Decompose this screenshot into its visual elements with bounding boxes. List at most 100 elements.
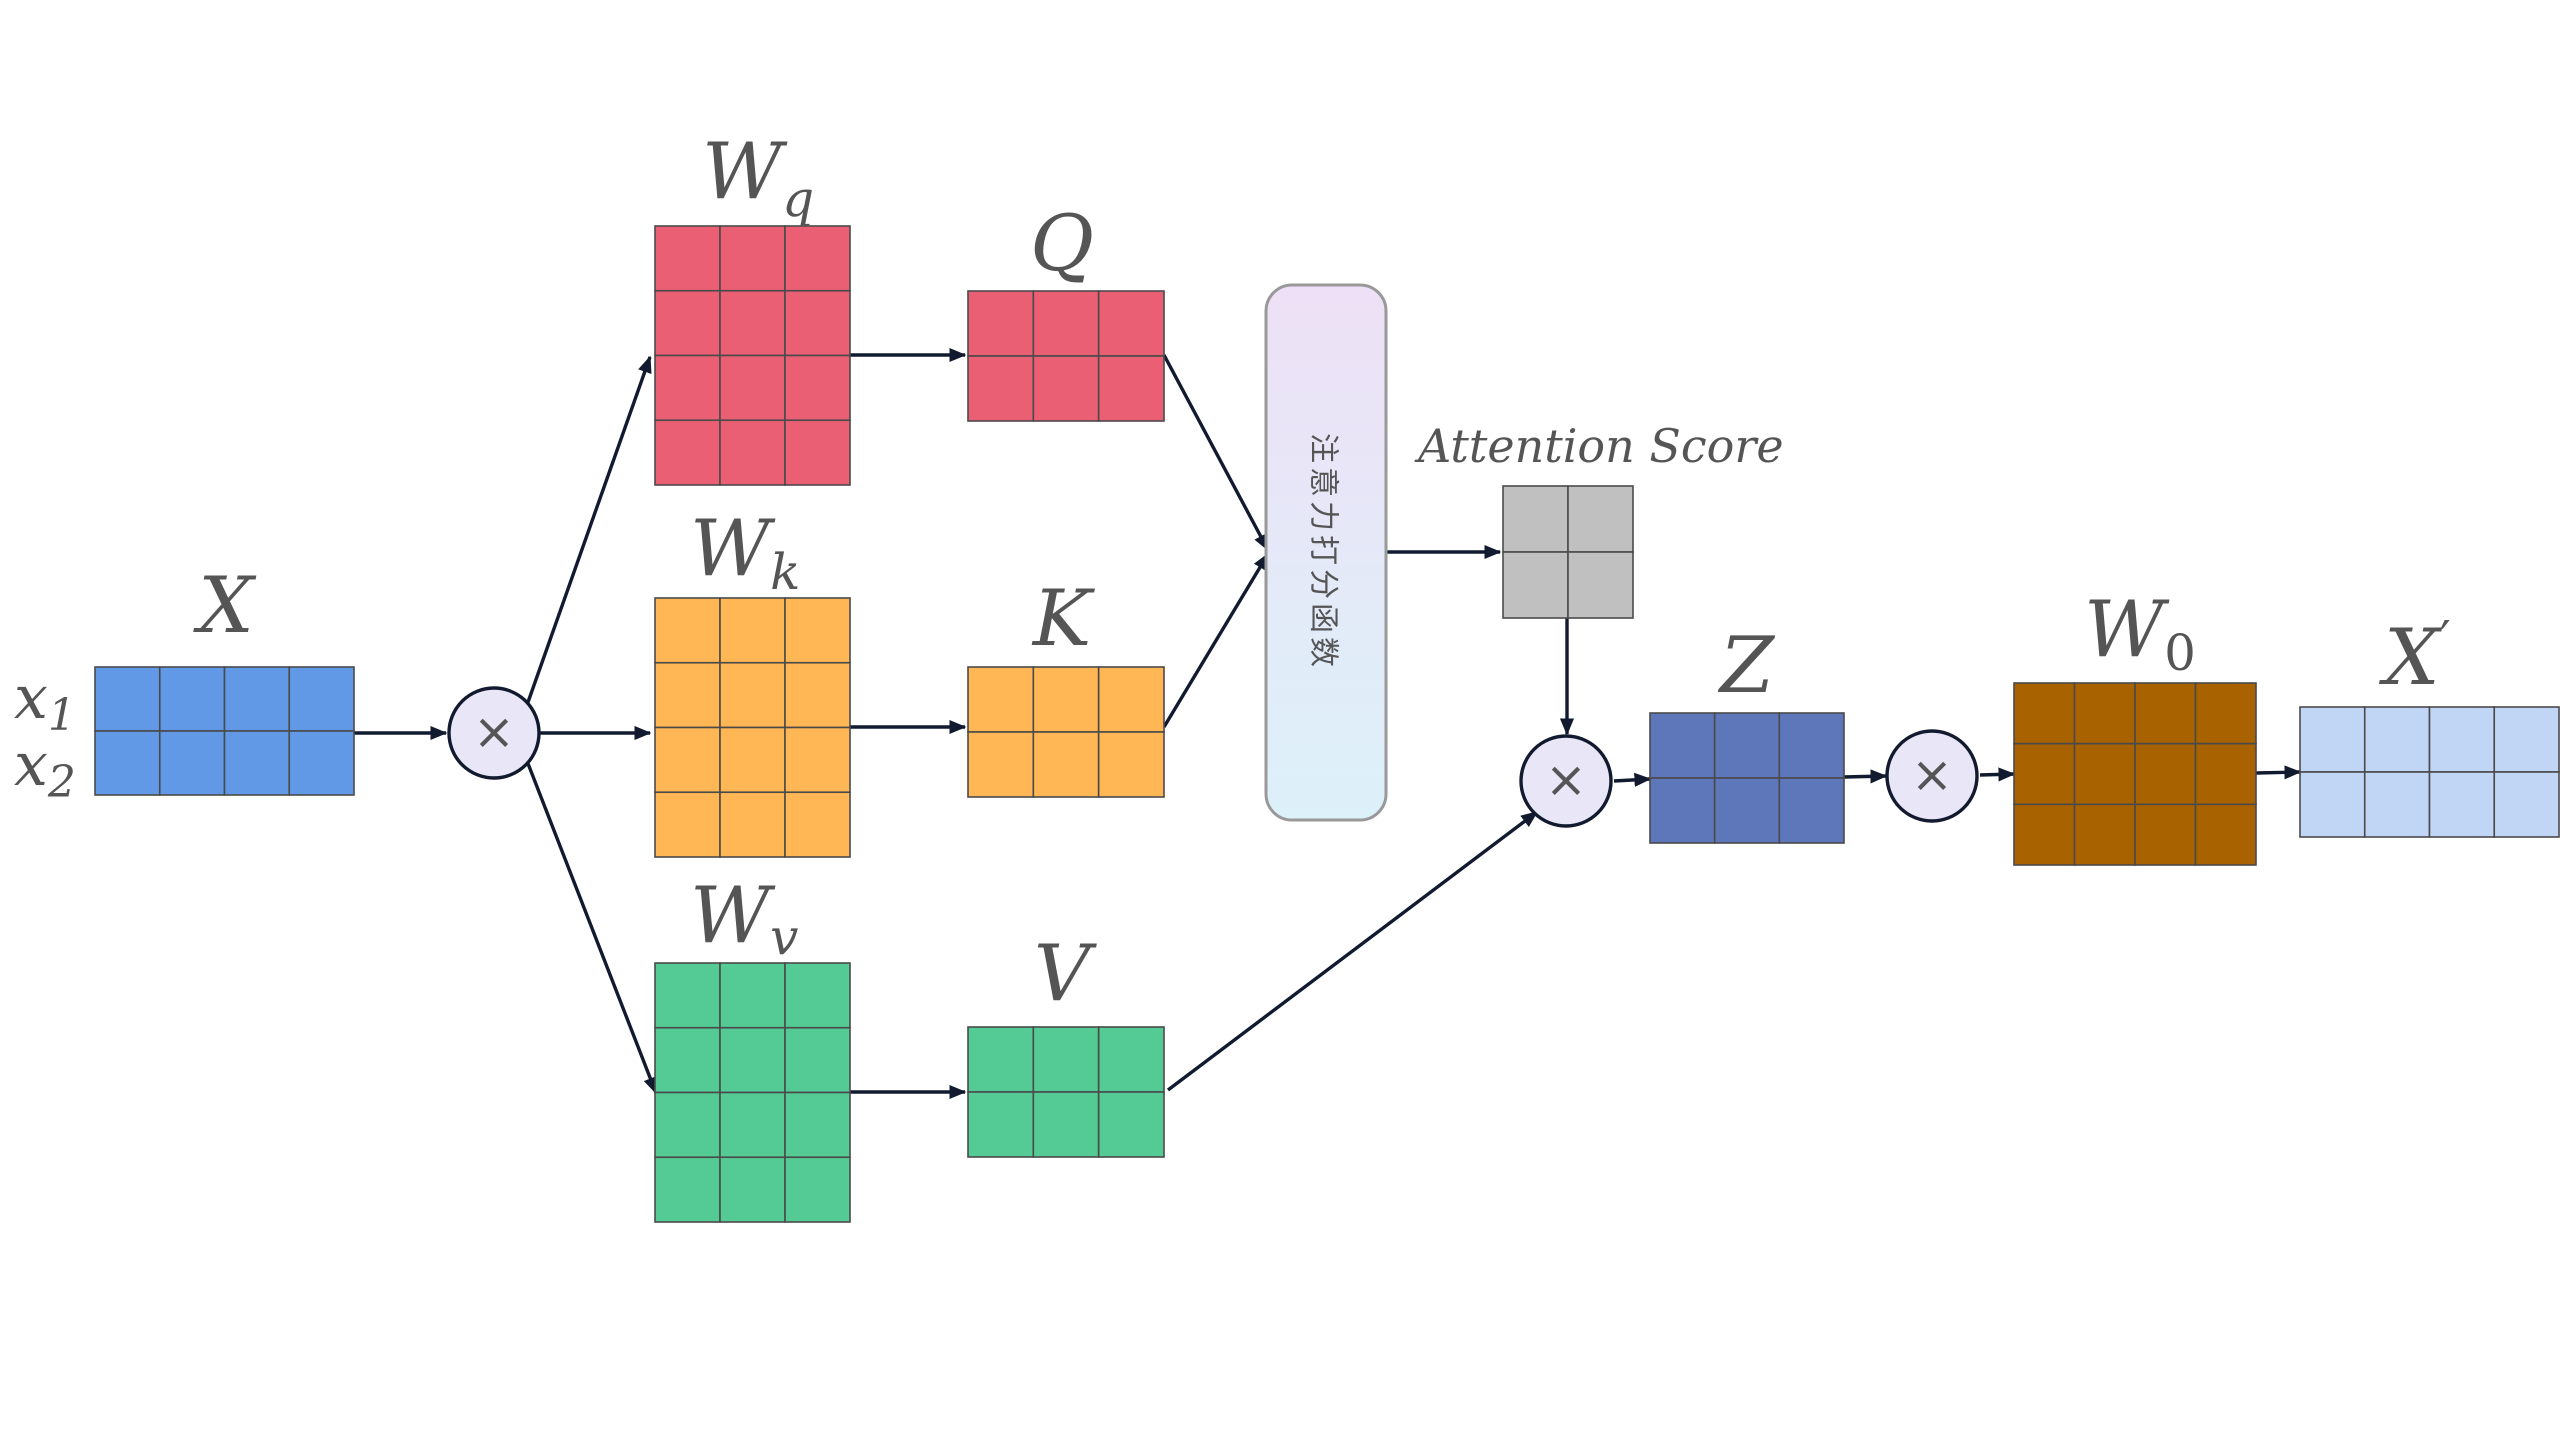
matrix-q-cell (967, 290, 1035, 357)
matrix-wk-cell (784, 661, 851, 729)
matrix-x-cell (94, 666, 161, 732)
matrix-x-prime-cell (2428, 771, 2496, 838)
matrix-wq-cell (784, 225, 851, 292)
matrix-w0-cell (2134, 803, 2197, 866)
matrix-wk-cell (654, 791, 721, 858)
multiply-icon: × (1545, 751, 1587, 809)
label-wq: Wq (702, 127, 814, 228)
scoring-function-label: 注意力打分函数 (1306, 433, 1341, 671)
matrix-q-cell (1032, 290, 1100, 357)
matrix-w0-cell (2073, 803, 2136, 866)
matrix-wq-cell (719, 419, 786, 486)
matrix-x-cell (288, 666, 355, 732)
matrix-wq-cell (719, 289, 786, 357)
matrix-wk-cell (654, 597, 721, 664)
matrix-wv-cell (654, 1026, 721, 1094)
label-x-prime-mark: ′ (2440, 610, 2451, 668)
arrow-v-to-multiply (1166, 810, 1539, 1092)
arrow-to-wq (525, 355, 652, 706)
matrix-wv-cell (719, 1091, 786, 1159)
matrix-wv-cell (654, 962, 721, 1029)
label-wk: Wk (690, 504, 800, 601)
label-z: Z (1717, 621, 1776, 711)
matrix-wv-cell (784, 1026, 851, 1094)
label-w0-subscript: 0 (2164, 624, 2196, 682)
arrow-q-to-scoring (1162, 354, 1270, 552)
matrix-attention-score (1502, 485, 1634, 619)
multiply-operator-1: × (447, 686, 541, 780)
matrix-wq-cell (784, 419, 851, 486)
matrix-w0 (2013, 682, 2257, 866)
matrix-x-cell (158, 730, 226, 796)
matrix-wv-cell (719, 962, 786, 1029)
matrix-w0-cell (2073, 742, 2136, 806)
multiply-operator-3: × (1885, 729, 1979, 823)
matrix-z-cell (1713, 712, 1781, 779)
matrix-wk-cell (784, 791, 851, 858)
attention-scoring-function-box: 注意力打分函数 (1264, 283, 1388, 822)
matrix-q-cell (1032, 355, 1100, 422)
matrix-x-prime-cell (2363, 771, 2431, 838)
matrix-x-prime-cell (2299, 706, 2366, 773)
matrix-v-cell (967, 1026, 1035, 1093)
matrix-wk-cell (719, 791, 786, 858)
matrix-x-cell (223, 666, 291, 732)
label-v: V (1034, 929, 1097, 1019)
matrix-attention-score-cell (1502, 485, 1569, 553)
matrix-k-cell (1097, 731, 1165, 798)
matrix-z-cell (1713, 777, 1781, 844)
matrix-wk-cell (719, 597, 786, 664)
matrix-wk-cell (654, 661, 721, 729)
matrix-attention-score-cell (1567, 551, 1634, 619)
label-x1: x1 (14, 663, 76, 741)
multiply-circle (1885, 729, 1979, 823)
matrix-w0-cell (2073, 682, 2136, 745)
matrix-x-cell (223, 730, 291, 796)
label-wk-subscript: k (770, 543, 800, 601)
label-wq-subscript: q (782, 170, 814, 228)
matrix-wk-cell (719, 726, 786, 794)
matrix-v-cell (967, 1091, 1035, 1158)
matrix-wk (654, 597, 851, 858)
matrix-v-cell (1097, 1091, 1165, 1158)
matrix-attention-score-cell (1502, 551, 1569, 619)
matrix-v (967, 1026, 1165, 1158)
matrix-k-cell (1097, 666, 1165, 733)
multiply-operator-2: × (1519, 734, 1613, 828)
matrix-v-cell (1032, 1026, 1100, 1093)
matrix-x (94, 666, 355, 796)
matrix-z-cell (1649, 712, 1716, 779)
matrix-q-cell (967, 355, 1035, 422)
matrix-x-prime-cell (2428, 706, 2496, 773)
matrix-v-cell (1032, 1091, 1100, 1158)
matrix-x-prime-cell (2493, 706, 2560, 773)
matrix-v-cell (1097, 1026, 1165, 1093)
matrix-wq-cell (784, 289, 851, 357)
matrix-x-cell (158, 666, 226, 732)
matrix-attention-score-cell (1567, 485, 1634, 553)
label-attention-score: Attention Score (1414, 419, 1784, 473)
matrix-k-cell (967, 666, 1035, 733)
label-x2-subscript: 2 (47, 757, 76, 808)
matrix-wq-cell (654, 354, 721, 422)
label-x-prime: X′ (2378, 610, 2451, 703)
matrix-x-cell (94, 730, 161, 796)
matrix-q-cell (1097, 290, 1165, 357)
matrix-w0-cell (2134, 742, 2197, 806)
matrix-z-cell (1778, 712, 1845, 779)
matrix-wv (654, 962, 851, 1223)
matrix-wq-cell (654, 225, 721, 292)
matrix-k-cell (1032, 731, 1100, 798)
matrix-w0-cell (2194, 742, 2257, 806)
matrix-wv-cell (719, 1156, 786, 1223)
label-x1-subscript: 1 (48, 690, 76, 741)
matrix-q (967, 290, 1165, 422)
multiply-circle (447, 686, 541, 780)
matrix-wv-cell (784, 1091, 851, 1159)
matrix-z-cell (1778, 777, 1845, 844)
matrix-x-prime-cell (2493, 771, 2560, 838)
label-q: Q (1030, 199, 1094, 289)
matrix-wv-cell (719, 1026, 786, 1094)
matrix-x-prime (2299, 706, 2560, 838)
